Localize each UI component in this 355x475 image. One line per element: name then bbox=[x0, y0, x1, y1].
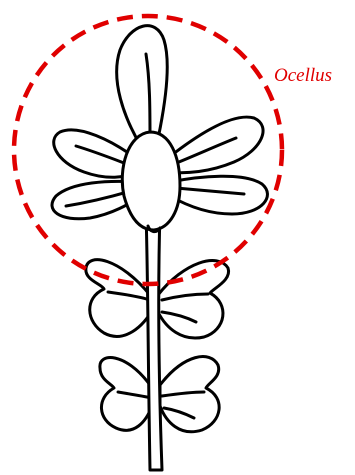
petal-upper-right bbox=[168, 117, 263, 173]
flower-stem bbox=[146, 212, 162, 470]
petal-lower-right bbox=[170, 176, 267, 214]
ocellus-label: Ocellus bbox=[274, 65, 332, 86]
flower-center bbox=[122, 132, 180, 232]
petal-top bbox=[117, 26, 168, 148]
